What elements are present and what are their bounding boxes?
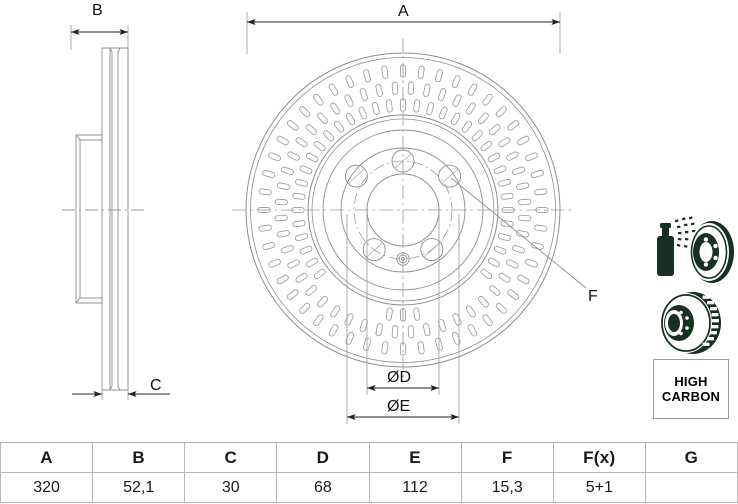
table-value-row: 320 52,1 30 68 112 15,3 5+1 — [0, 472, 738, 503]
product-feature-icons: HIGH CARBON — [645, 214, 738, 419]
specification-table: A B C D E F F(x) G 320 52,1 30 68 112 15… — [0, 442, 738, 503]
drawing-lines — [62, 12, 587, 424]
header-cell-B: B — [92, 442, 186, 473]
value-cell-C: 30 — [184, 472, 278, 503]
wheel-bolt-holes — [344, 149, 462, 262]
header-cell-E: E — [368, 442, 462, 473]
dimension-label-F: F — [588, 288, 598, 305]
value-cell-G — [644, 472, 738, 503]
dimension-label-bolt-circle: ØE — [387, 398, 411, 415]
dimension-C — [72, 372, 170, 400]
value-cell-E: 112 — [368, 472, 462, 503]
value-cell-D: 68 — [276, 472, 370, 503]
high-carbon-line1: HIGH — [674, 374, 708, 389]
spray-coating-disc-icon — [657, 216, 734, 283]
dimension-label-A: A — [398, 3, 409, 20]
header-cell-F: F — [460, 442, 554, 473]
value-cell-Fx: 5+1 — [552, 472, 646, 503]
header-cell-Fx: F(x) — [552, 442, 646, 473]
side-view — [75, 47, 129, 391]
dimension-label-hub-bore: ØD — [387, 369, 411, 386]
value-cell-F: 15,3 — [460, 472, 554, 503]
header-cell-A: A — [0, 442, 94, 473]
high-carbon-badge: HIGH CARBON — [653, 359, 729, 419]
value-cell-A: 320 — [0, 472, 94, 503]
header-cell-C: C — [184, 442, 278, 473]
vented-brake-disc-icon — [660, 292, 721, 354]
dimension-label-B: B — [92, 2, 103, 19]
header-cell-D: D — [276, 442, 370, 473]
high-carbon-line2: CARBON — [661, 389, 721, 404]
leader-F — [450, 177, 587, 289]
header-cell-G: G — [644, 442, 738, 473]
value-cell-B: 52,1 — [92, 472, 186, 503]
dimension-A — [246, 12, 561, 54]
bolt-hole-centermarks — [348, 153, 459, 258]
dimension-B — [70, 25, 129, 50]
dimension-bolt-circle — [346, 214, 460, 424]
dimension-hub-bore — [366, 214, 440, 395]
dimension-label-C: C — [150, 377, 162, 394]
table-header-row: A B C D E F F(x) G — [0, 442, 738, 473]
front-view-centerlines — [232, 38, 574, 382]
